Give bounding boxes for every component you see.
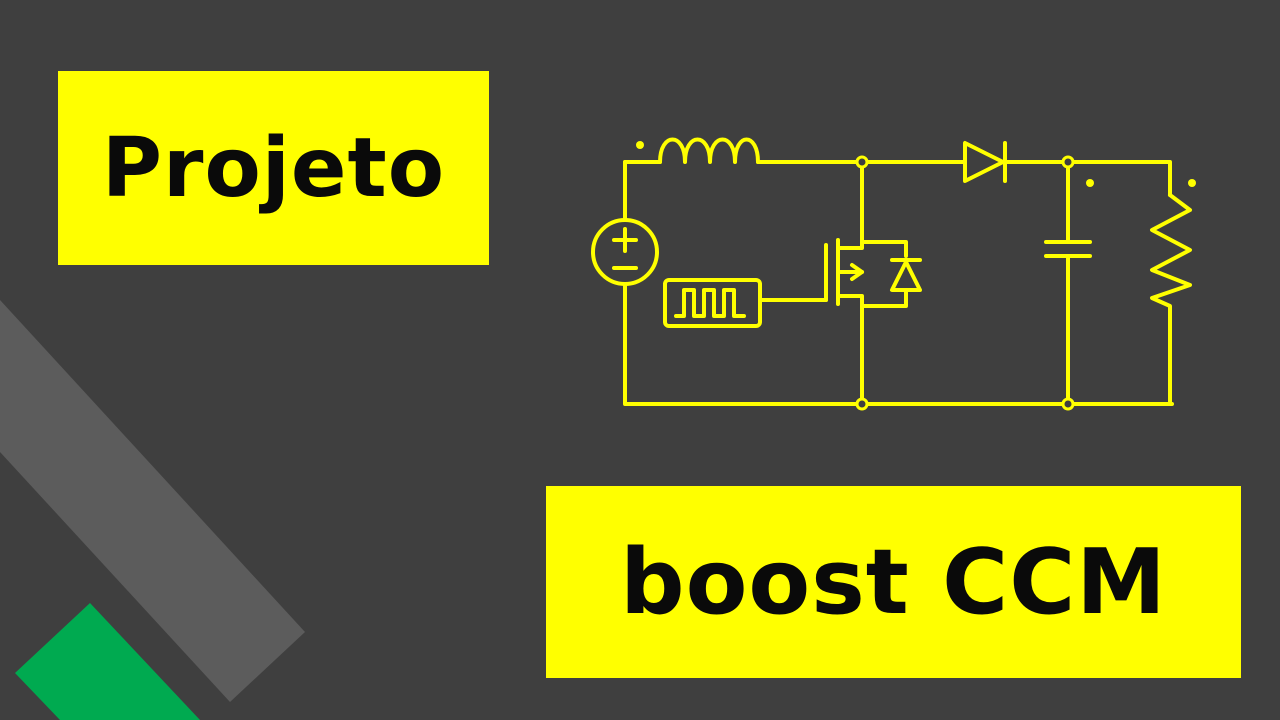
node-output-top	[1061, 155, 1075, 169]
body-diode-triangle	[890, 260, 922, 292]
boost-yellow-box	[546, 486, 1241, 678]
wire-left-bottom	[623, 282, 1174, 406]
resistor-zigzag	[1150, 193, 1192, 406]
node-switch-bottom	[855, 397, 869, 411]
dot-inductor-in	[636, 141, 644, 149]
projeto-yellow-box	[58, 71, 489, 265]
mosfet-source-lead	[836, 294, 864, 308]
wire-top-right	[1003, 160, 1172, 197]
green-diagonal-stripe	[15, 603, 200, 720]
title-projeto: Projeto	[101, 120, 446, 216]
title-boost-ccm: boost CCM	[620, 529, 1167, 635]
node-output-bottom	[1061, 397, 1075, 411]
gray-diagonal-stripe	[0, 300, 305, 702]
pwm-waveform	[674, 288, 746, 318]
dot-capacitor	[1086, 179, 1094, 187]
body-diode-wire	[860, 240, 908, 308]
pwm-generator-box	[663, 278, 762, 328]
boost-converter-schematic	[591, 137, 1196, 411]
mosfet-arrow	[850, 263, 864, 281]
mosfet-drain-lead	[836, 238, 864, 250]
inductor-coil	[658, 137, 760, 164]
diode-triangle	[963, 141, 1005, 183]
node-switch-top	[855, 155, 869, 169]
dot-resistor	[1188, 179, 1196, 187]
source-plus-sign	[612, 227, 638, 253]
